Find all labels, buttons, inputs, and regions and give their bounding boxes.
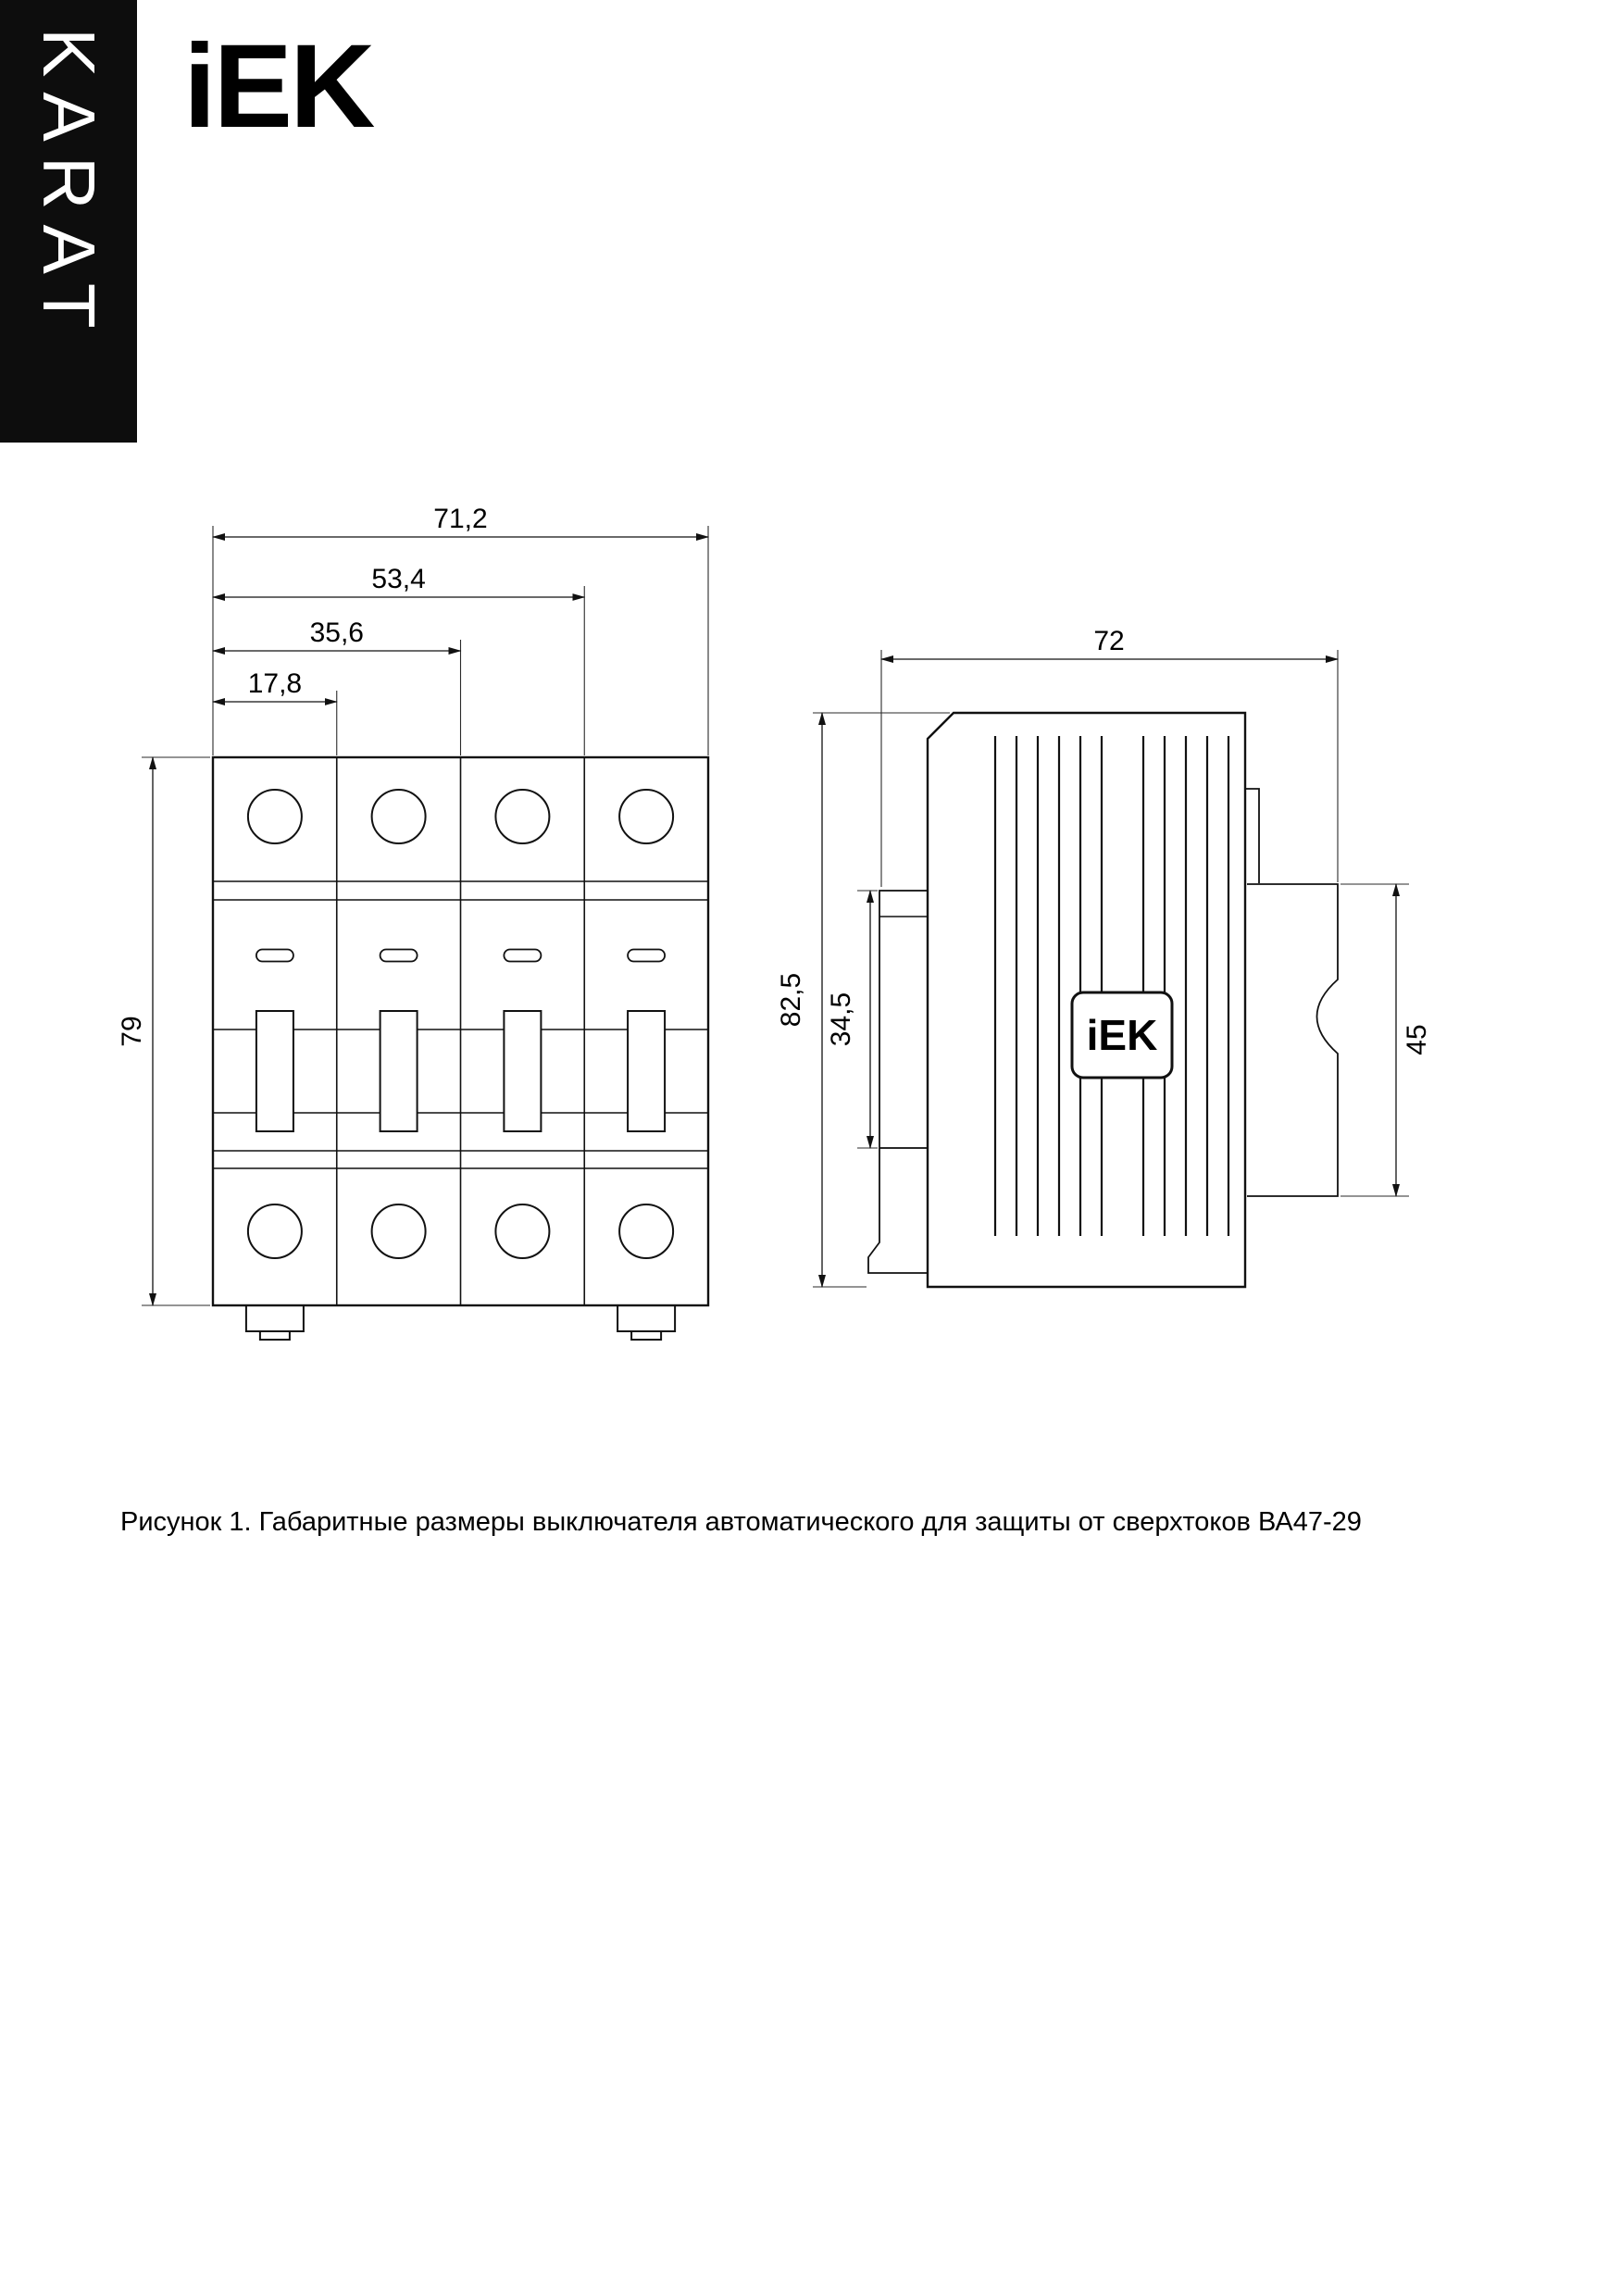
series-banner: KARAT: [0, 0, 137, 443]
terminal-screw: [494, 789, 551, 844]
terminal-block: [1247, 883, 1339, 1197]
din-latch-hook: [867, 1148, 929, 1274]
series-banner-label: KARAT: [28, 28, 110, 343]
dim-label-width-one: 17,8: [248, 668, 302, 699]
label-slot: [379, 948, 418, 963]
terminal-screw: [494, 1204, 551, 1259]
din-clip-foot: [630, 1330, 663, 1341]
terminal-screw: [246, 789, 303, 844]
terminal-screws-top: [246, 789, 675, 844]
side-view: 72 82,5 34,5 45: [776, 626, 1432, 1289]
breaker-front-body: [211, 755, 710, 1341]
label-slot: [255, 948, 294, 963]
din-clips: [244, 1304, 677, 1341]
brand-logo: iEK: [183, 20, 375, 153]
side-dimension-lines: [818, 655, 1400, 1288]
din-rail-mount: [879, 890, 929, 1149]
ventilation-slots: [993, 736, 1230, 1236]
din-clip: [617, 1304, 677, 1332]
terminal-screw: [370, 1204, 427, 1259]
toggle-lever: [379, 1010, 418, 1132]
side-logo-text: iEK: [1087, 1011, 1158, 1059]
dim-label-width-two: 35,6: [310, 618, 364, 648]
front-extension-lines: [142, 526, 709, 1306]
dim-label-width-total: 71,2: [433, 504, 487, 534]
figure-caption: Рисунок 1. Габаритные размеры выключател…: [120, 1507, 1362, 1537]
toggle-lever: [503, 1010, 542, 1132]
label-slots: [255, 948, 666, 963]
dimension-drawing: 71,2 53,4 35,6 17,8 79: [117, 504, 1432, 1341]
terminal-screw: [370, 789, 427, 844]
breaker-side-body: iEK: [867, 711, 1339, 1289]
label-slot: [627, 948, 666, 963]
terminal-screws-bottom: [246, 1204, 675, 1259]
side-logo-badge: iEK: [1070, 991, 1174, 1079]
dim-label-side-height: 82,5: [776, 973, 806, 1027]
side-body-step: [1245, 788, 1260, 883]
toggle-lever: [627, 1010, 667, 1132]
front-view: 71,2 53,4 35,6 17,8 79: [117, 504, 710, 1341]
toggle-lever: [255, 1010, 294, 1132]
dim-label-width-three: 53,4: [371, 564, 425, 594]
toggle-levers: [255, 1010, 667, 1132]
terminal-screw: [618, 1204, 675, 1259]
label-slot: [503, 948, 542, 963]
dim-label-terminal-height: 45: [1402, 1024, 1432, 1054]
side-extension-lines: [813, 650, 1409, 1288]
dim-label-din-height: 34,5: [826, 992, 856, 1046]
din-clip-foot: [258, 1330, 291, 1341]
dim-label-depth: 72: [1093, 626, 1124, 656]
terminal-screw: [246, 1204, 303, 1259]
front-dimension-lines: [149, 533, 709, 1306]
terminal-screw: [618, 789, 675, 844]
din-clip: [244, 1304, 305, 1332]
dim-label-front-height: 79: [117, 1016, 147, 1046]
side-logo-frame: [1070, 991, 1174, 1079]
